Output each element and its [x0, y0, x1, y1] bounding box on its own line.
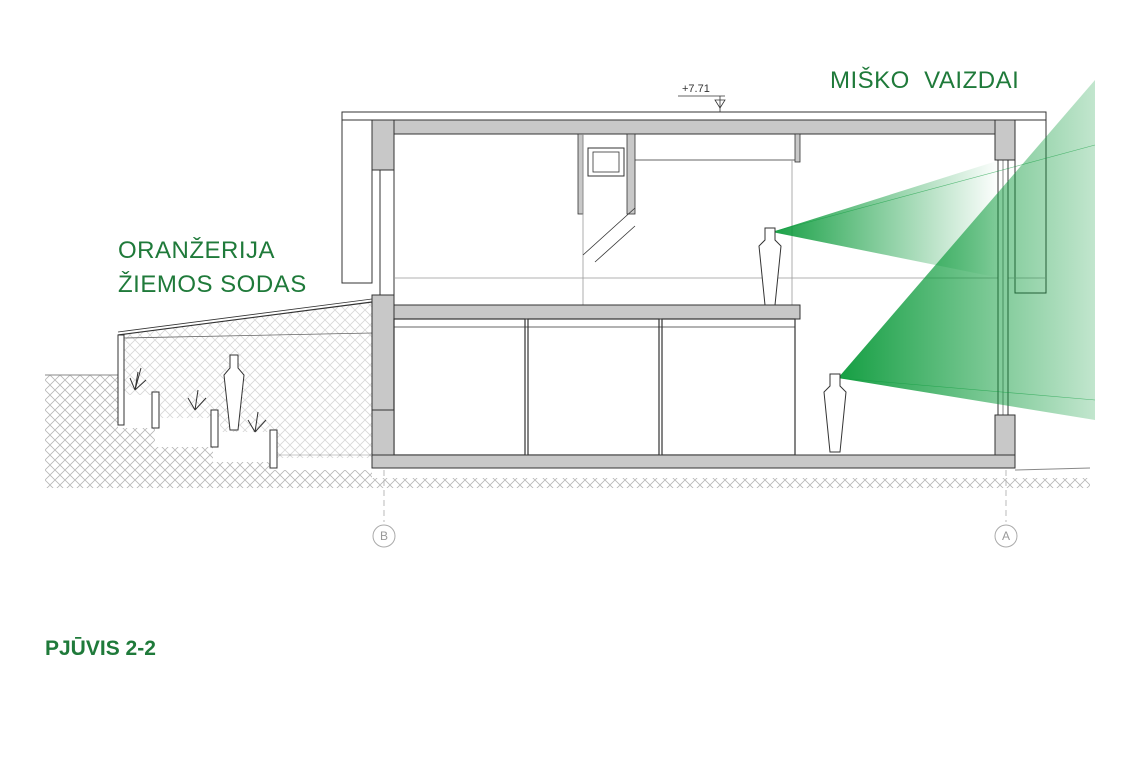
greenhouse-label-line1: ORANŽERIJA [118, 237, 275, 264]
grid-axes: B A [372, 470, 1018, 548]
section-title: PJŪVIS 2-2 [45, 637, 156, 660]
view-cone-upper [772, 160, 1000, 278]
axis-b-label: B [380, 529, 388, 543]
elevation-marker: +7.71 [678, 83, 726, 112]
view-cone-lower [838, 80, 1095, 420]
people-figures [758, 227, 847, 453]
forest-views-label: MIŠKO VAIZDAI [830, 66, 1019, 94]
greenhouse-label-line2: ŽIEMOS SODAS [118, 271, 307, 298]
view-cones [771, 80, 1096, 420]
axis-a-label: A [1002, 529, 1010, 543]
greenhouse [117, 298, 373, 469]
elevation-value: +7.71 [682, 83, 710, 95]
